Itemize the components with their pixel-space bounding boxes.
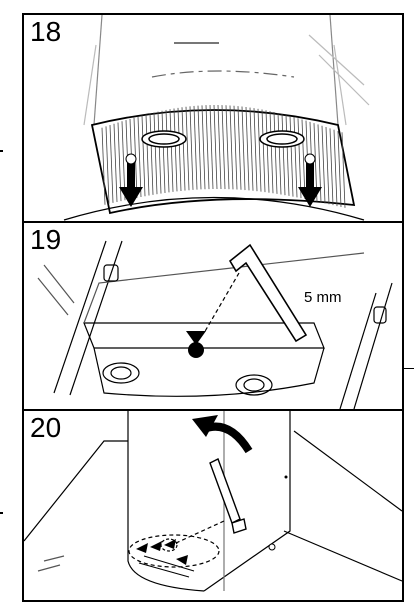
arrow-down-icon bbox=[119, 153, 143, 207]
step-number: 19 bbox=[30, 224, 62, 255]
page-edge-mark bbox=[0, 512, 3, 514]
step-20-panel: 20 bbox=[22, 409, 404, 602]
arrow-down-icon bbox=[298, 153, 322, 207]
step-18-panel: 18 bbox=[22, 13, 404, 223]
step-19-panel: 19 5 mm bbox=[22, 221, 404, 411]
page-edge-mark bbox=[404, 368, 414, 369]
step-number: 20 bbox=[30, 412, 62, 443]
tool-size-label: 5 mm bbox=[304, 289, 342, 306]
page-edge-mark bbox=[0, 150, 3, 152]
rotate-screw-illustration bbox=[24, 411, 402, 592]
screw-removal-illustration bbox=[37, 240, 393, 409]
filter-removal-illustration bbox=[63, 15, 370, 221]
step-number: 18 bbox=[30, 16, 62, 47]
